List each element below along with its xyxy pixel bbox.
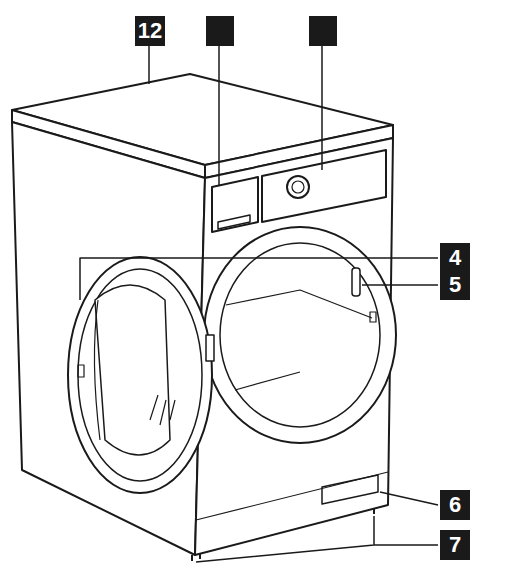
callout-number: 6 xyxy=(440,490,470,520)
callout-number: 7 xyxy=(440,530,470,560)
callout-number: 4 xyxy=(440,243,470,273)
callout-number: 12 xyxy=(135,16,165,46)
callout-number: 5 xyxy=(440,270,470,300)
